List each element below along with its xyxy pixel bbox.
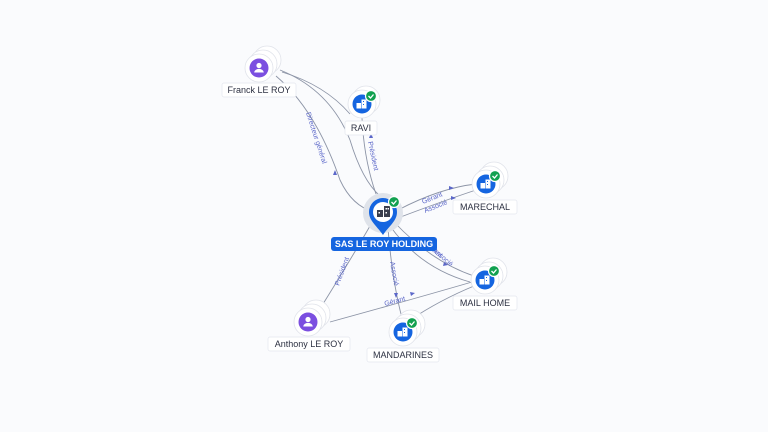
verified-badge-icon <box>364 89 378 103</box>
edge-center-marechal-1 <box>397 183 477 211</box>
edge-arrow <box>410 292 415 296</box>
node-mailhome[interactable]: MAIL HOME <box>452 257 518 311</box>
edge-arrow <box>369 133 373 138</box>
edge-label-president-anthony: Président <box>334 256 351 286</box>
node-franck[interactable]: Franck LE ROY <box>221 45 297 98</box>
label-bg <box>344 120 378 136</box>
center-label-bg <box>331 237 437 251</box>
node-anthony[interactable]: Anthony LE ROY <box>267 299 351 352</box>
node-center[interactable]: SAS LE ROY HOLDING <box>331 193 437 251</box>
person-icon <box>249 58 269 78</box>
verified-badge-icon <box>405 316 419 330</box>
edge-arrow <box>333 170 337 175</box>
edge-arrow <box>451 196 456 200</box>
node-mandarines[interactable]: MANDARINES <box>366 309 440 363</box>
node-label-ravi: RAVI <box>351 123 371 133</box>
edge-arrow <box>449 186 454 190</box>
center-label: SAS LE ROY HOLDING <box>335 239 433 249</box>
node-label-mandarines: MANDARINES <box>373 350 433 360</box>
node-label-marechal: MARECHAL <box>460 202 510 212</box>
edge-label-gerant-anthony: Gérant <box>384 296 407 308</box>
edge-center-mailhome-1 <box>393 221 475 277</box>
node-ravi[interactable]: RAVI <box>344 85 381 136</box>
verified-badge-icon <box>487 264 501 278</box>
edge-franck-ravi <box>281 71 351 115</box>
edge-anthony-mailhome <box>329 281 473 323</box>
node-label-franck: Franck LE ROY <box>227 85 290 95</box>
label-bg <box>452 199 518 215</box>
edge-center-marechal-2 <box>397 189 477 219</box>
edge-arrow <box>443 262 448 266</box>
edge-label-directeur-general: Directeur général <box>304 111 327 165</box>
person-icon <box>298 312 318 332</box>
label-bg <box>267 336 351 352</box>
label-bg <box>452 295 518 311</box>
edge-center-mailhome-2 <box>389 225 471 283</box>
node-label-anthony: Anthony LE ROY <box>275 339 344 349</box>
verified-badge-icon <box>387 195 401 209</box>
edge-arrow <box>394 293 398 298</box>
verified-badge-icon <box>488 169 502 183</box>
edge-label-associe-mandarines: Associé <box>388 261 399 286</box>
node-marechal[interactable]: MARECHAL <box>452 161 518 215</box>
edge-franck-center-2 <box>279 69 381 197</box>
label-bg <box>366 347 440 363</box>
building-icon <box>377 206 390 217</box>
node-label-mailhome: MAIL HOME <box>460 298 510 308</box>
label-bg <box>221 82 297 98</box>
edge-anthony-center <box>317 225 371 313</box>
